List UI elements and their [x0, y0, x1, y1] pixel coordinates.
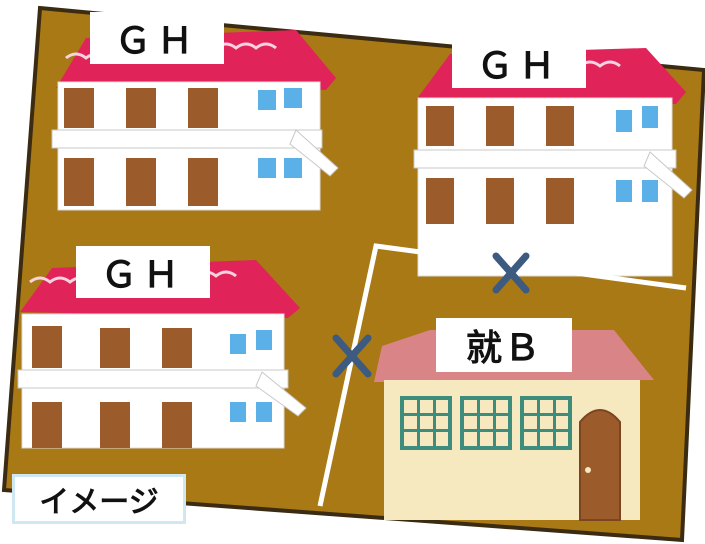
gh-label-bottom-left: ＧＨ — [76, 246, 210, 298]
cross-mark-icon — [492, 252, 530, 294]
facility-label: 就Ｂ — [436, 318, 572, 372]
gh-label-top-left: ＧＨ — [90, 12, 224, 64]
image-caption: イメージ — [12, 474, 186, 524]
cross-mark-icon — [332, 334, 372, 378]
fence-line — [317, 243, 687, 507]
gh-label-top-right: ＧＨ — [452, 38, 586, 88]
